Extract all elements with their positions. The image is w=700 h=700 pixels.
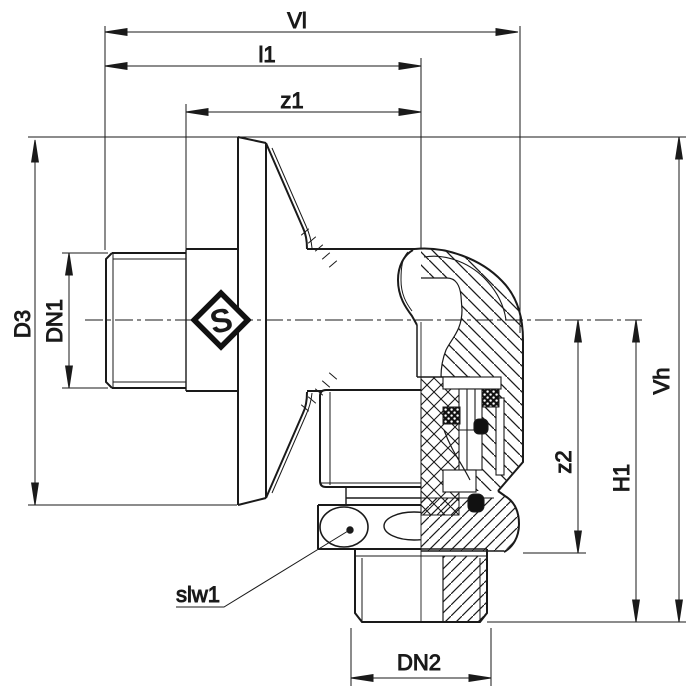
hex-collar-hatch (421, 493, 519, 551)
dim-label-vh: Vh (649, 368, 674, 395)
dim-label-vl: Vl (287, 8, 307, 33)
leader-slw1: slw1 (176, 526, 354, 608)
neck-edges (307, 248, 415, 392)
dim-h1: H1 (609, 319, 640, 623)
dim-vl: Vl (104, 8, 519, 36)
stud-thread-minor (361, 558, 481, 622)
elbow-inner-wall (423, 255, 507, 321)
internal-parts (442, 376, 505, 513)
flange-cone (237, 136, 338, 506)
dim-label-dn1: DN1 (42, 299, 67, 343)
hex-flat-arc (319, 506, 369, 548)
union-nut-hatch (420, 376, 460, 516)
hub-edges (186, 248, 238, 392)
seal-dotted-2 (442, 406, 461, 425)
dimension-lines: Vl l1 z1 D3 DN1 z2 H (10, 8, 683, 682)
dim-d3: D3 (10, 139, 39, 506)
dim-label-dn2: DN2 (397, 650, 441, 675)
dim-l1: l1 (104, 42, 422, 70)
male-thread-dn1 (105, 250, 187, 391)
bore-cavity (421, 278, 462, 377)
dim-label-slw1: slw1 (176, 582, 220, 607)
dim-dn1: DN1 (42, 252, 73, 389)
stud-bore-white (421, 556, 443, 621)
dim-label-l1: l1 (258, 42, 275, 67)
o-ring-1 (473, 418, 489, 435)
stud-hatch (443, 556, 487, 621)
hex-flat-arc-2 (383, 511, 421, 541)
dim-vh: Vh (649, 136, 683, 623)
manufacturer-logo: S (190, 289, 252, 351)
seat-curve (443, 429, 471, 481)
seal-dotted-1 (481, 388, 500, 408)
dim-z1: z1 (185, 88, 422, 116)
o-ring-2 (467, 493, 485, 513)
dim-z2: z2 (551, 319, 582, 554)
thread-minor-lines (113, 258, 186, 383)
dim-label-d3: D3 (10, 310, 35, 338)
extension-lines (28, 26, 686, 686)
fitting-body (85, 136, 642, 623)
dim-dn2: DN2 (350, 650, 492, 682)
dim-label-z1: z1 (280, 88, 303, 113)
bore-cavity-outline (421, 277, 463, 378)
dim-label-h1: H1 (609, 464, 634, 492)
dim-label-z2: z2 (551, 450, 576, 473)
